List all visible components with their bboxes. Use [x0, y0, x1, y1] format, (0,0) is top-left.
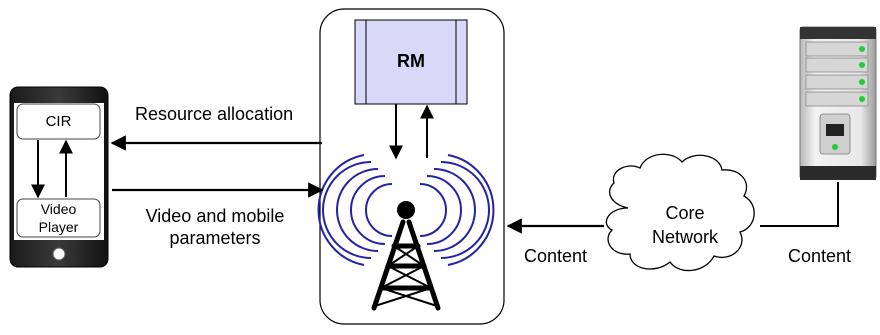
antenna-head — [397, 201, 415, 219]
resource-allocation-label: Resource allocation — [135, 104, 294, 124]
video-player-label-line2: Player — [38, 219, 79, 235]
core-network-label-line2: Network — [651, 227, 718, 247]
video-player-box — [16, 198, 101, 238]
core-network-cloud — [605, 153, 755, 272]
server-to-cloud-line — [760, 182, 839, 227]
video-parameters-label-line1: Video and mobile — [145, 206, 285, 226]
phone-home-button — [52, 247, 66, 261]
rm-module — [354, 19, 468, 105]
rm-box — [354, 19, 468, 105]
content-label-right: Content — [788, 246, 852, 266]
content-label-left: Content — [524, 246, 588, 266]
smartphone — [9, 86, 109, 268]
video-player-label-line1: Video — [40, 201, 77, 217]
radio-waves-right — [419, 154, 495, 266]
core-network-label-line1: Core — [665, 203, 705, 223]
antenna-tower-icon — [317, 154, 495, 311]
video-parameters-label-line2: parameters — [169, 228, 261, 248]
rm-label: RM — [397, 51, 425, 71]
cir-box — [16, 103, 101, 140]
cir-label: CIR — [45, 113, 72, 130]
server-icon — [799, 26, 877, 180]
radio-waves-left — [317, 154, 393, 266]
